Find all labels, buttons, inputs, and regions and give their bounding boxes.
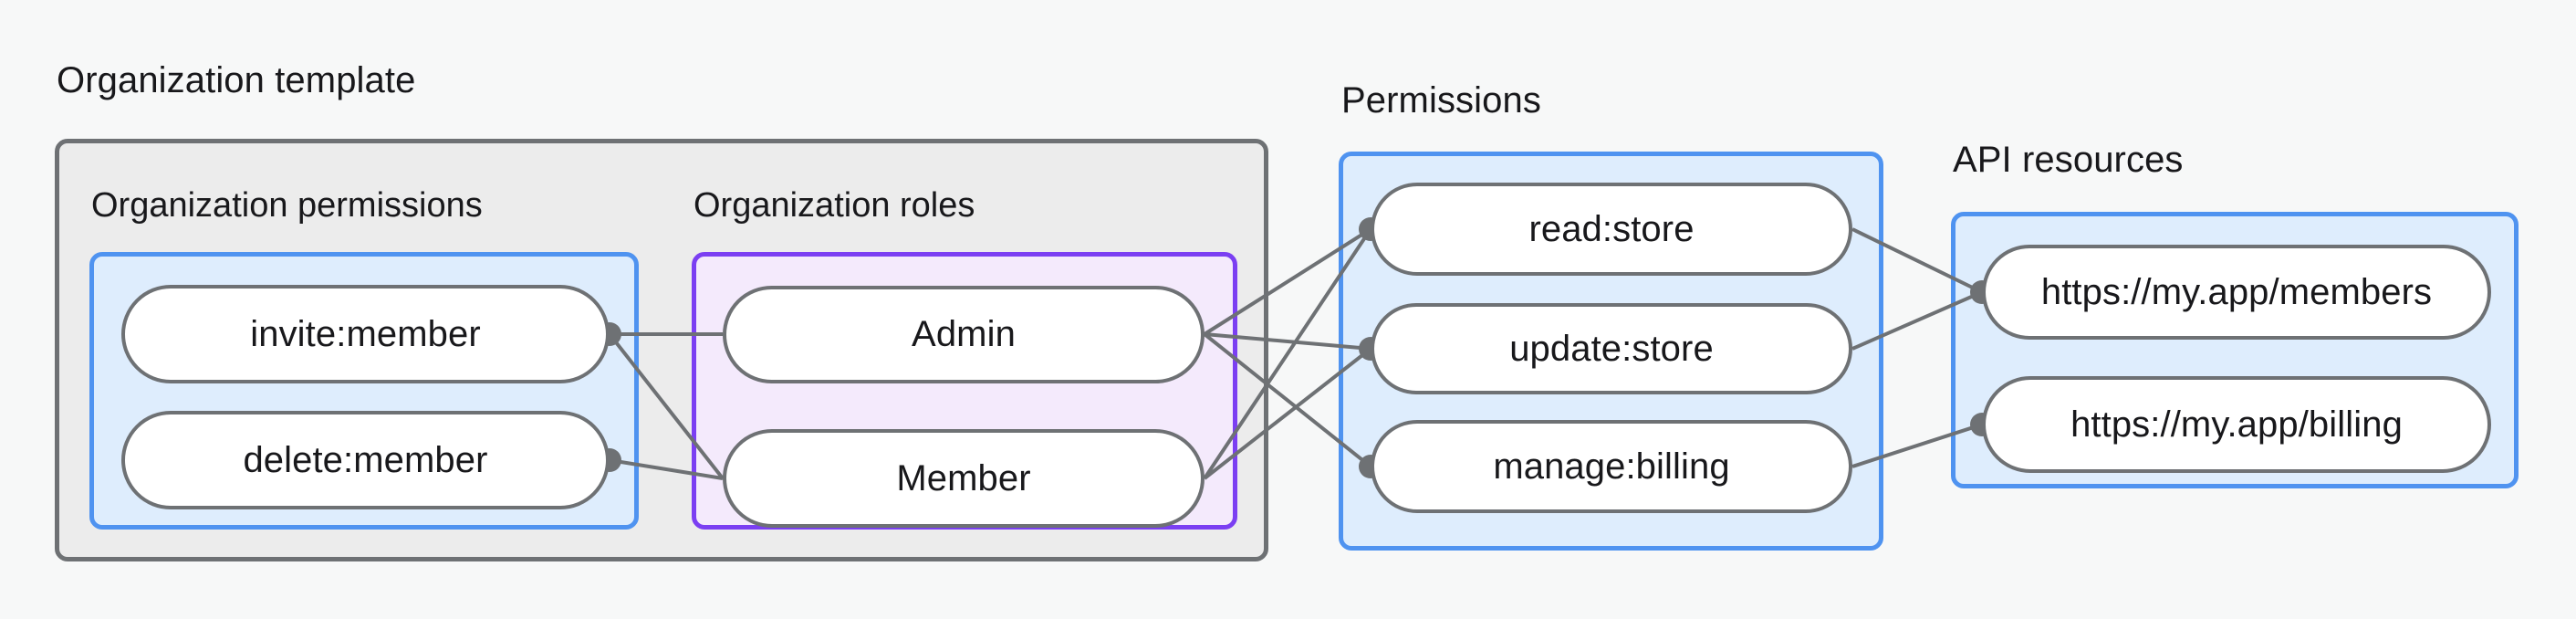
node-label-update-store: update:store bbox=[1509, 328, 1714, 369]
node-members-url[interactable]: https://my.app/members bbox=[1982, 245, 2491, 340]
group-label-organization-roles: Organization roles bbox=[694, 186, 975, 225]
node-label-members-url: https://my.app/members bbox=[2040, 271, 2433, 312]
group-label-organization-template: Organization template bbox=[57, 60, 416, 100]
group-label-api-resources: API resources bbox=[1953, 140, 2184, 180]
node-label-billing-url: https://my.app/billing bbox=[2070, 404, 2403, 445]
node-billing-url[interactable]: https://my.app/billing bbox=[1982, 376, 2491, 473]
node-invite-member[interactable]: invite:member bbox=[121, 285, 610, 383]
node-label-admin: Admin bbox=[912, 314, 1016, 354]
node-update-store[interactable]: update:store bbox=[1371, 303, 1852, 394]
node-label-manage-billing: manage:billing bbox=[1493, 446, 1730, 487]
node-label-delete-member: delete:member bbox=[243, 439, 488, 480]
node-label-member: Member bbox=[896, 457, 1031, 498]
group-label-organization-permissions: Organization permissions bbox=[91, 186, 483, 225]
node-read-store[interactable]: read:store bbox=[1371, 183, 1852, 276]
group-label-permissions: Permissions bbox=[1341, 80, 1541, 121]
node-label-invite-member: invite:member bbox=[250, 313, 481, 354]
node-admin[interactable]: Admin bbox=[723, 286, 1205, 383]
node-manage-billing[interactable]: manage:billing bbox=[1371, 420, 1852, 513]
node-delete-member[interactable]: delete:member bbox=[121, 411, 610, 509]
node-member[interactable]: Member bbox=[723, 429, 1205, 528]
node-label-read-store: read:store bbox=[1528, 208, 1695, 249]
